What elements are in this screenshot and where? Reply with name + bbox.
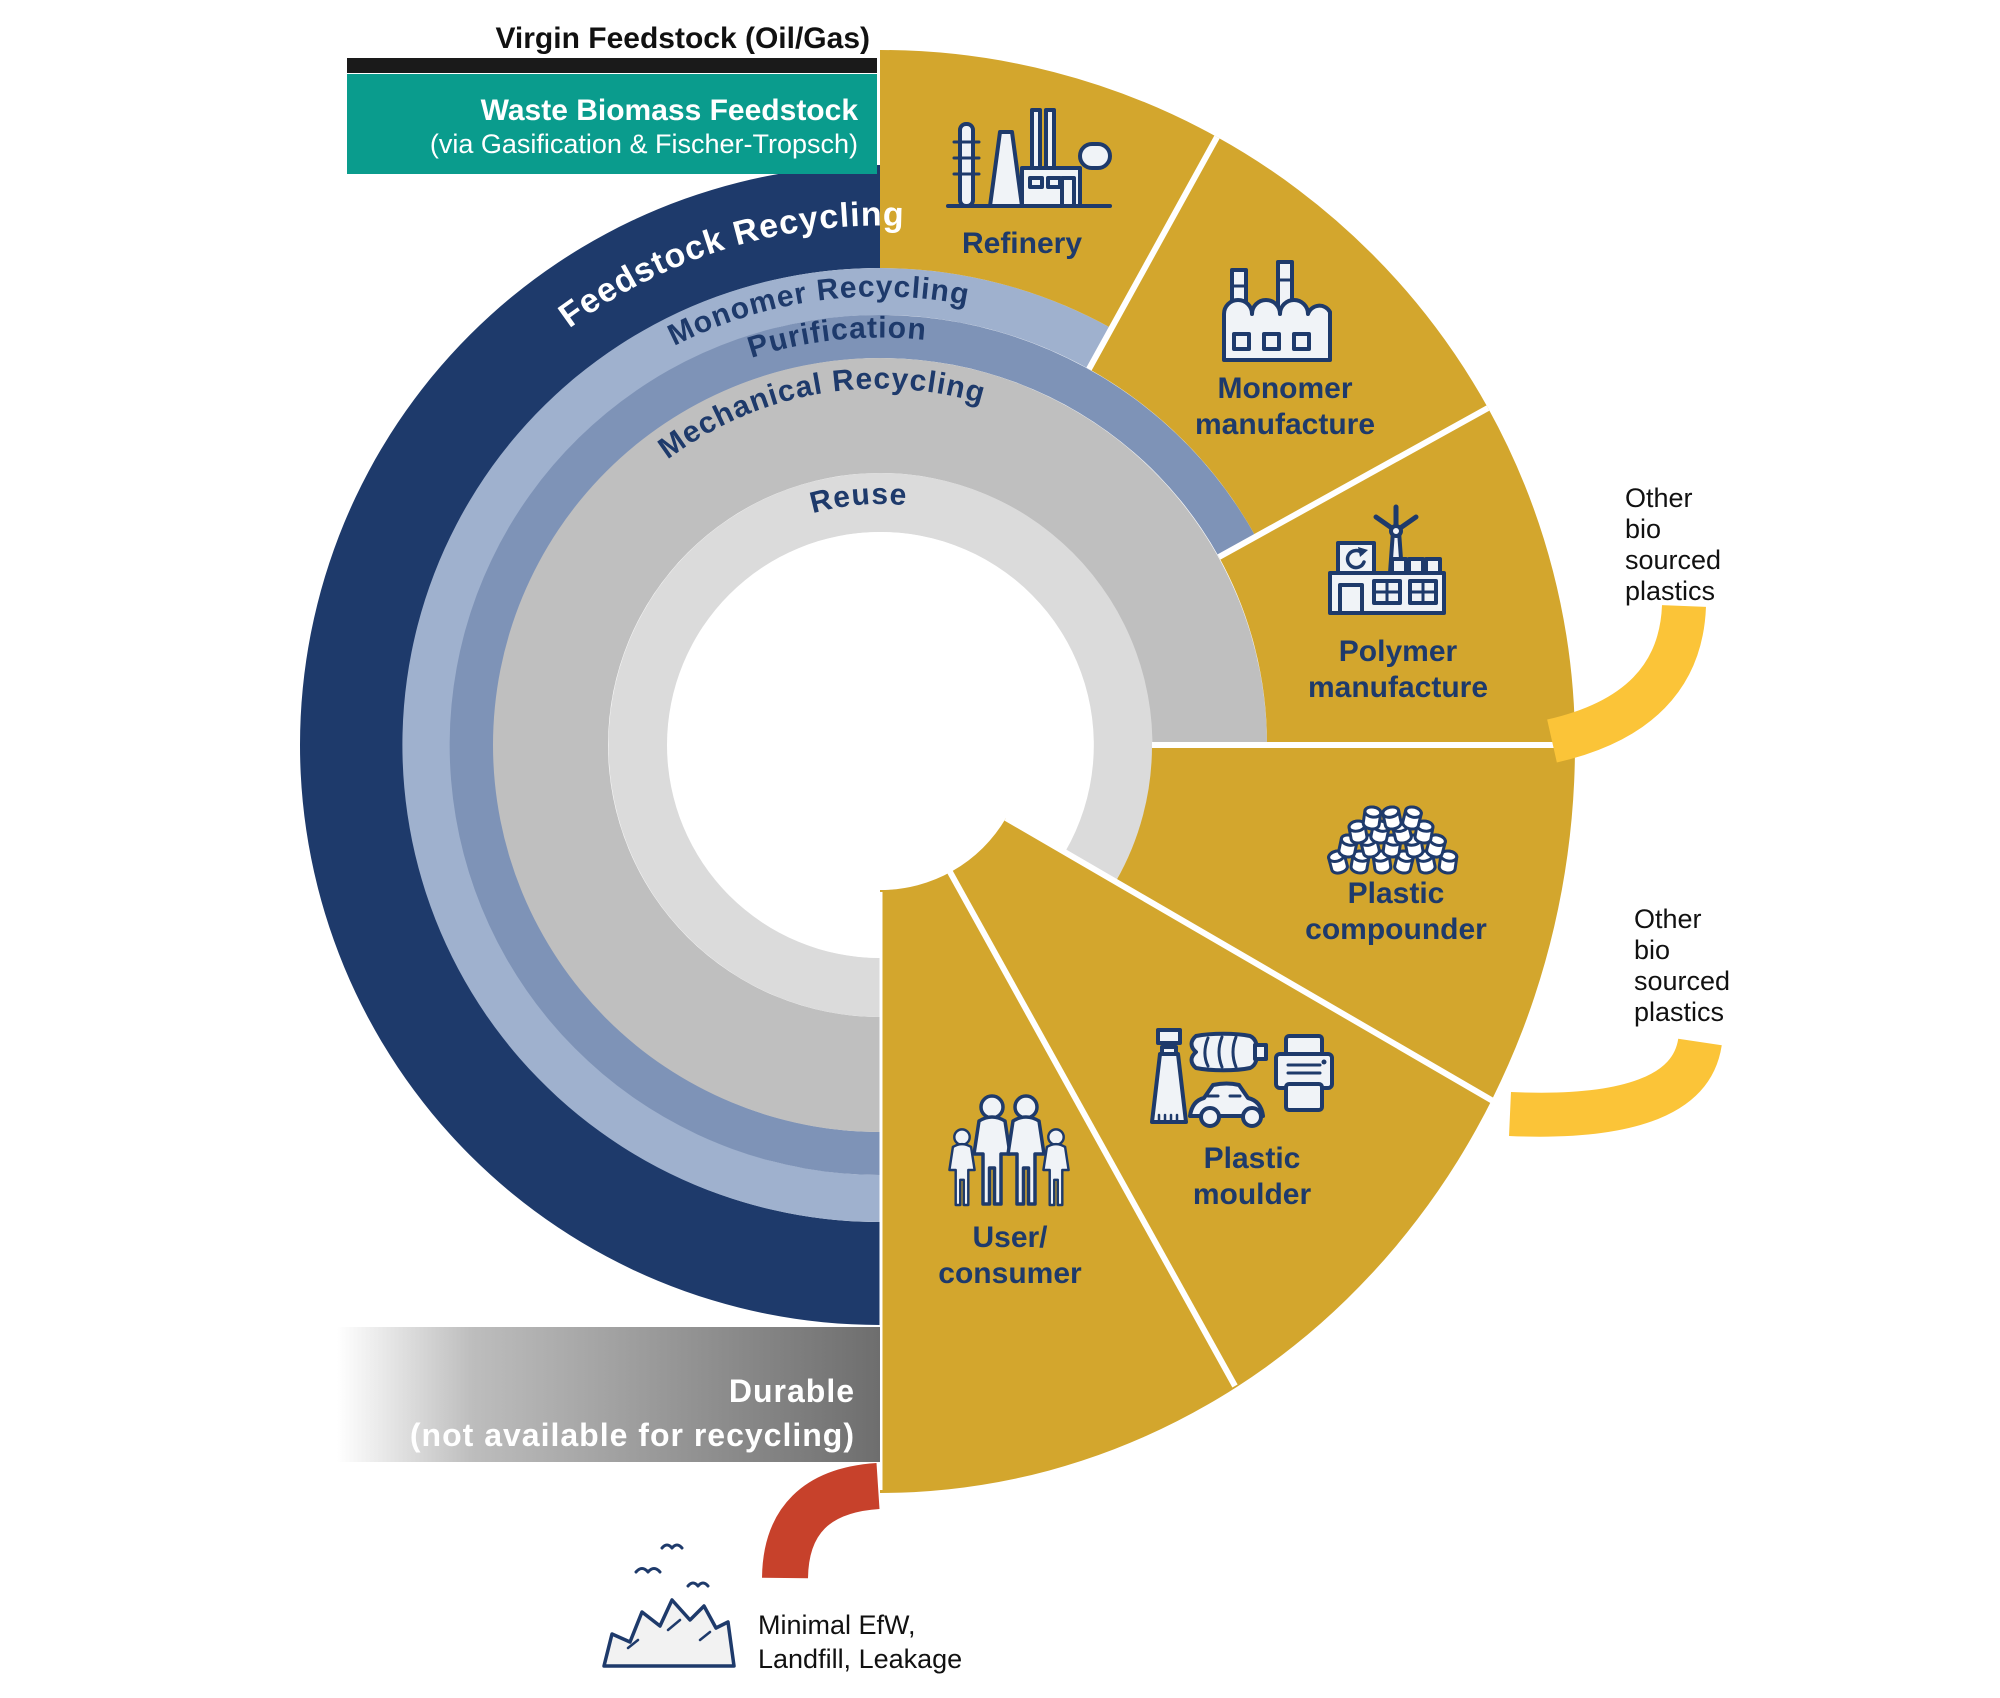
virgin-feedstock-bar	[347, 58, 877, 73]
landfill-icon	[602, 1543, 736, 1668]
svg-text:plastics: plastics	[1634, 997, 1724, 1027]
waste-biomass-sublabel: (via Gasification & Fischer-Tropsch)	[430, 129, 858, 159]
svg-text:Other: Other	[1634, 904, 1702, 934]
label-monomer-manufacture-2: manufacture	[1195, 408, 1375, 441]
label-user-consumer-1: User/	[972, 1221, 1048, 1254]
ring-mechanical-recycling	[493, 358, 1267, 1132]
label-plastic-compounder-2: compounder	[1305, 913, 1487, 946]
segment-bottom-fan	[880, 745, 1575, 1493]
svg-text:plastics: plastics	[1625, 576, 1715, 606]
polymer-manufacture-icon	[1328, 504, 1446, 615]
label-user-consumer-2: consumer	[938, 1257, 1082, 1290]
bio-sourced-arrow-bottom	[1509, 1037, 1722, 1137]
plastic-moulder-icon	[1150, 1028, 1334, 1128]
svg-text:sourced: sourced	[1625, 545, 1721, 575]
svg-text:bio: bio	[1634, 935, 1670, 965]
label-plastic-moulder-2: moulder	[1193, 1178, 1312, 1211]
waste-biomass-label: Waste Biomass Feedstock	[481, 94, 859, 127]
bio-sourced-arrow-top	[1546, 604, 1706, 763]
svg-text:bio: bio	[1625, 514, 1661, 544]
label-plastic-compounder-1: Plastic	[1348, 877, 1445, 910]
svg-text:Landfill, Leakage: Landfill, Leakage	[758, 1644, 962, 1674]
virgin-feedstock-label: Virgin Feedstock (Oil/Gas)	[495, 22, 870, 55]
durable-label-2: (not available for recycling)	[410, 1417, 855, 1453]
divider-moulder-user	[947, 870, 1238, 1388]
svg-text:Minimal EfW,: Minimal EfW,	[758, 1610, 916, 1640]
refinery-icon	[946, 108, 1112, 208]
divider-compounder-moulder	[1004, 815, 1507, 1111]
waste-biomass-bar	[347, 74, 877, 174]
label-refinery: Refinery	[962, 227, 1082, 260]
label-polymer-manufacture-1: Polymer	[1339, 635, 1458, 668]
waste-outflow-arrow	[762, 1463, 881, 1580]
svg-text:sourced: sourced	[1634, 966, 1730, 996]
durable-bar	[337, 1327, 880, 1462]
segment-dividers	[879, 135, 1575, 1490]
svg-text:Other: Other	[1625, 483, 1693, 513]
divider-refinery-monomer	[1086, 135, 1220, 371]
divider-monomer-polymer	[1217, 405, 1490, 560]
waste-outflow-note: Minimal EfW, Landfill, Leakage	[758, 1610, 962, 1674]
monomer-manufacture-icon	[1222, 260, 1332, 362]
ring-feedstock-recycling	[300, 165, 880, 1325]
durable-label-1: Durable	[729, 1373, 855, 1409]
label-polymer-manufacture-2: manufacture	[1308, 671, 1488, 704]
label-monomer-manufacture-1: Monomer	[1218, 372, 1353, 405]
bio-sourced-note-top: Other bio sourced plastics	[1625, 483, 1721, 606]
label-plastic-moulder-1: Plastic	[1204, 1142, 1301, 1175]
bio-sourced-note-bottom: Other bio sourced plastics	[1634, 904, 1730, 1027]
